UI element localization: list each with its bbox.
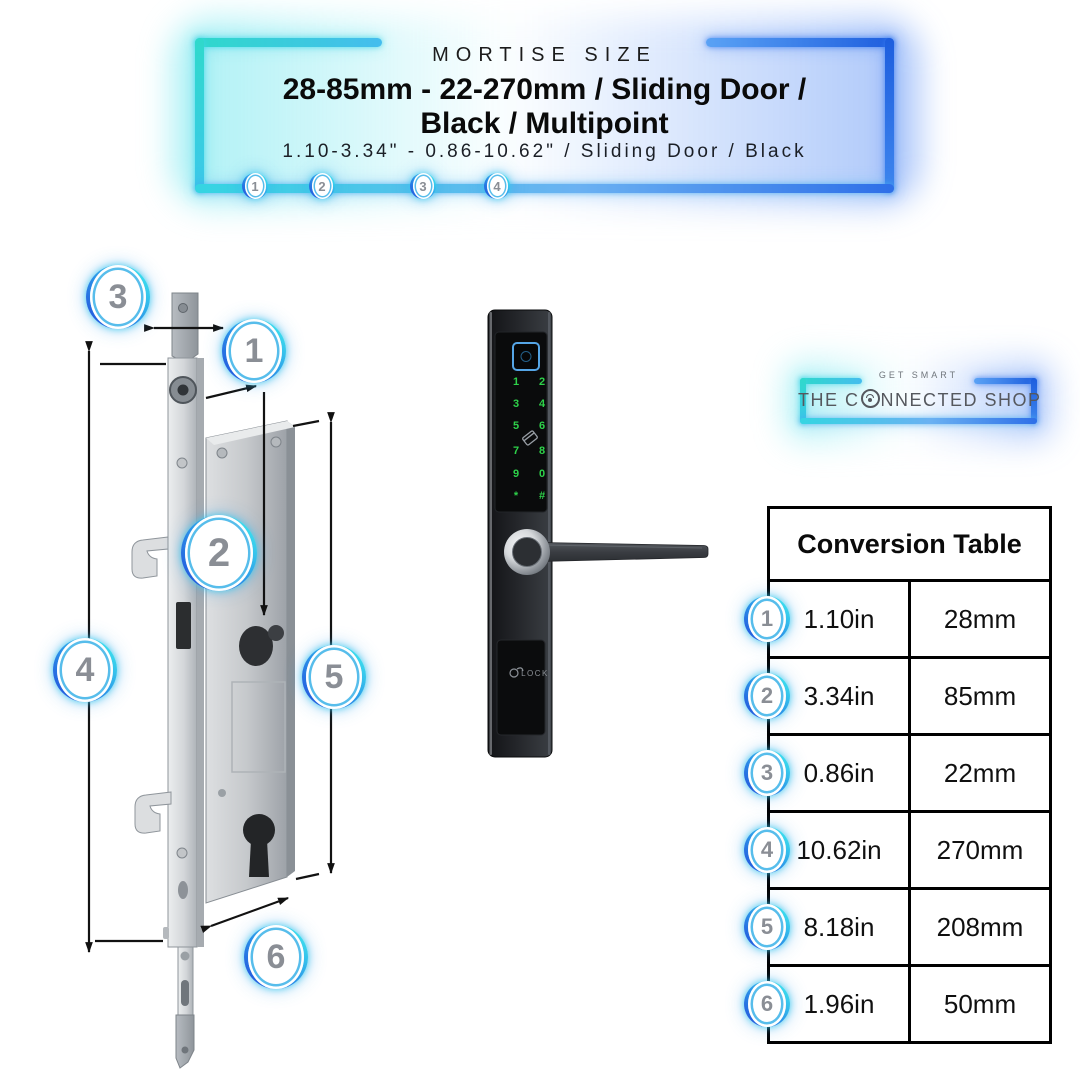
page-title-line1: 28-85mm - 22-270mm / Sliding Door / — [282, 73, 807, 106]
key-5: 5 — [513, 420, 519, 432]
table-row: 5 8.18in 208mm — [744, 890, 1049, 967]
cylinder-hole — [239, 626, 273, 666]
mm-cell: 28mm — [908, 582, 1049, 656]
step-badge-3: 3 — [410, 173, 436, 199]
conversion-table: Conversion Table 1 1.10in 28mm 2 3.34in … — [744, 506, 1052, 1044]
inches-cell: 3.34in — [803, 680, 875, 711]
key-8: 8 — [539, 445, 545, 457]
hook-latch-upper — [131, 536, 169, 579]
callout-badge-1: 1 — [222, 319, 286, 383]
table-row: 4 10.62in 270mm — [744, 813, 1049, 890]
callout-badge-6: 6 — [244, 925, 308, 989]
row-badge-5: 5 — [744, 904, 790, 950]
table-row: 1 1.10in 28mm — [744, 582, 1049, 659]
inches-cell: 1.10in — [803, 603, 875, 634]
callout-badge-2: 2 — [181, 515, 257, 591]
lower-panel: LOCK — [496, 639, 549, 736]
lock-faceplate — [131, 292, 204, 1069]
mm-cell: 85mm — [908, 659, 1049, 733]
logo-frame-top-left — [800, 378, 862, 384]
row-badge-1: 1 — [744, 596, 790, 642]
key-0: 0 — [539, 468, 545, 480]
row-badge-3: 3 — [744, 750, 790, 796]
key-7: 7 — [513, 445, 519, 457]
inches-cell: 10.62in — [796, 834, 882, 865]
page-title-line2: Black / Multipoint — [420, 107, 669, 140]
lock-body — [205, 420, 295, 904]
mm-cell: 270mm — [908, 813, 1049, 887]
row-badge-6: 6 — [744, 981, 790, 1027]
key-6: 6 — [539, 420, 545, 432]
table-row: 3 0.86in 22mm — [744, 736, 1049, 813]
euro-keyhole — [243, 814, 275, 877]
handle — [504, 529, 709, 575]
inches-cell: 0.86in — [803, 757, 875, 788]
key-2: 2 — [539, 376, 545, 388]
key-9: 9 — [513, 468, 519, 480]
callout-badge-3: 3 — [86, 265, 150, 329]
header-frame-left — [195, 38, 204, 193]
key-hash: # — [539, 490, 545, 502]
logo-frame-right — [1031, 378, 1037, 424]
fingerprint-sensor — [512, 342, 540, 371]
logo-tagline: GET SMART — [878, 370, 959, 380]
header-frame-top-left — [195, 38, 382, 47]
table-row: 2 3.34in 85mm — [744, 659, 1049, 736]
key-star: * — [514, 490, 519, 502]
header-frame-top-right — [706, 38, 894, 47]
keypad-keys: 1 2 3 4 5 6 7 8 9 0 * # — [513, 376, 546, 502]
step-badge-1: 1 — [242, 173, 268, 199]
callout-badge-4: 4 — [53, 638, 117, 702]
header-subtitle: 1.10-3.34" - 0.86-10.62" / Sliding Door … — [282, 141, 807, 162]
inches-cell: 8.18in — [803, 911, 875, 942]
smartlock-photo: 1 2 3 4 5 6 7 8 9 0 * # — [487, 309, 709, 758]
panel-label: LOCK — [521, 669, 549, 678]
table-row: 6 1.96in 50mm — [744, 967, 1049, 1041]
row-badge-4: 4 — [744, 827, 790, 873]
header-eyebrow: MORTISE SIZE — [432, 44, 657, 66]
logo-frame-top-right — [974, 378, 1037, 384]
conversion-table-title: Conversion Table — [770, 509, 1049, 582]
row-badge-2: 2 — [744, 673, 790, 719]
callout-badge-5: 5 — [302, 645, 366, 709]
step-badge-4: 4 — [484, 173, 510, 199]
step-badge-2: 2 — [309, 173, 335, 199]
logo-frame-left — [800, 378, 806, 424]
header-frame-bottom — [195, 184, 894, 193]
tap-card-icon — [509, 667, 524, 678]
hook-latch-lower — [134, 791, 172, 834]
mm-cell: 22mm — [908, 736, 1049, 810]
key-1: 1 — [513, 376, 519, 388]
keypad-panel — [494, 331, 548, 513]
logo-frame-bottom — [800, 418, 1037, 424]
header-frame-right — [885, 38, 894, 193]
inches-cell: 1.96in — [803, 988, 875, 1019]
key-3: 3 — [513, 398, 519, 410]
key-4: 4 — [539, 398, 546, 410]
mm-cell: 50mm — [908, 967, 1049, 1041]
card-icon — [522, 430, 538, 446]
connected-o-icon — [860, 389, 880, 408]
mm-cell: 208mm — [908, 890, 1049, 964]
